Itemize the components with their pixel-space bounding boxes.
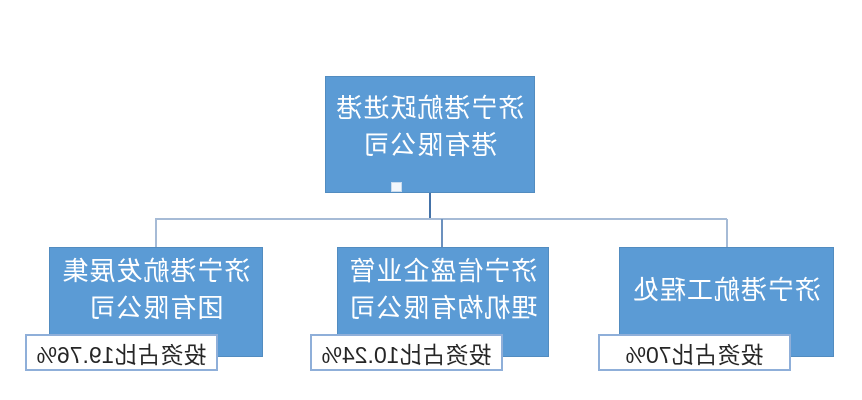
org-node-root-line1: 济宁港航跃进港	[335, 92, 525, 123]
org-node-root[interactable]: 济宁港航跃进港 港有限公司	[325, 76, 535, 193]
share-label-engineering[interactable]: 投资占比70%	[598, 334, 791, 371]
share-label-engineering-text: 投资占比70%	[625, 341, 764, 368]
org-node-xinsheng-line2: 理机构有限公司	[348, 293, 538, 323]
connector-drop-right	[155, 219, 157, 247]
connector-drop-middle	[441, 219, 443, 247]
org-node-development-group-line1: 济宁港航发展集	[61, 256, 251, 286]
root-node-marker	[391, 182, 402, 192]
share-label-xinsheng[interactable]: 投资占比10.24%	[310, 334, 503, 371]
org-node-development-group-line2: 团有限公司	[88, 293, 224, 323]
org-node-xinsheng-line1: 济宁信盛企业管	[348, 256, 538, 286]
share-label-development-group[interactable]: 投资占比19.76%	[25, 334, 218, 371]
share-label-xinsheng-text: 投资占比10.24%	[321, 341, 492, 368]
connector-stem	[429, 191, 431, 219]
org-node-root-line2: 港有限公司	[362, 129, 498, 160]
connector-drop-left	[726, 219, 728, 247]
share-label-development-group-text: 投资占比19.76%	[36, 341, 207, 368]
org-node-engineering-line1: 济宁港航工程处	[632, 274, 822, 305]
